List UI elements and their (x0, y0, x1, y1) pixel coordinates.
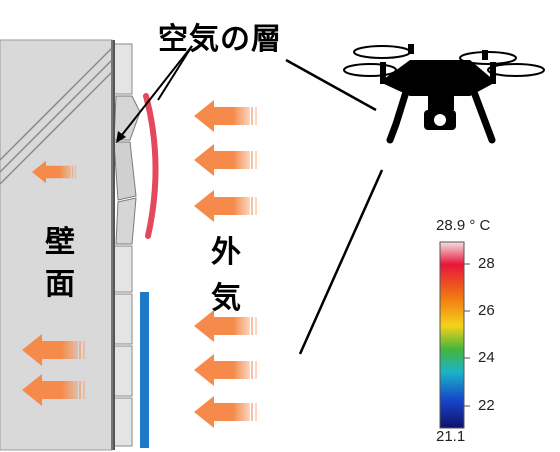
drone-view-line-upper (285, 58, 377, 112)
warm-surface-marker (143, 93, 159, 239)
outside-arrow-2 (194, 144, 257, 176)
air-layer-pointer-head (116, 131, 126, 143)
outside-arrow-5 (194, 354, 257, 386)
air-layer-label: 空気の層 (158, 23, 282, 56)
wall-cladding (113, 40, 141, 450)
outside-arrow-6 (194, 396, 257, 428)
thermal-scale (439, 241, 470, 429)
outside-arrow-1 (194, 100, 257, 132)
air-layer-pointer (117, 45, 193, 141)
wall-surface-label: 壁面 (45, 226, 75, 301)
thermal-scale-min-label: 21.1 (436, 428, 466, 445)
air-layer-pointer-2 (157, 45, 193, 101)
cool-surface-marker (140, 292, 149, 448)
drone-icon (343, 44, 545, 144)
thermal-tick-label-28: 28 (478, 255, 495, 272)
thermal-scale-bar (439, 241, 465, 429)
outside-arrow-3 (194, 190, 257, 222)
thermal-tick-label-22: 22 (478, 397, 495, 414)
outside-air-label: 外気 (211, 236, 241, 315)
thermal-tick-label-24: 24 (478, 349, 495, 366)
drone-view-line-lower (298, 169, 384, 355)
thermal-scale-max-label: 28.9 ° C (436, 217, 491, 234)
thermal-tick-label-26: 26 (478, 302, 495, 319)
